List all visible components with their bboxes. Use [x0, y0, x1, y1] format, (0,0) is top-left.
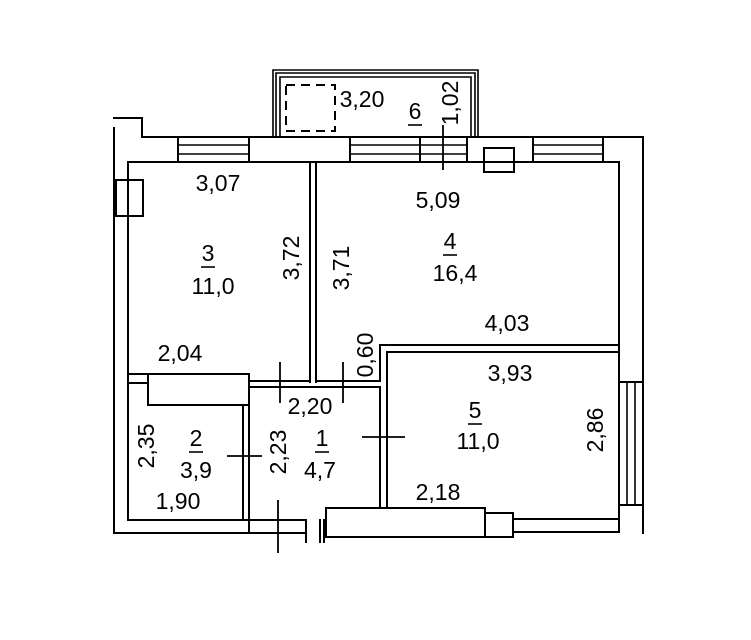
room3-width-label: 3,07	[196, 170, 241, 196]
room5-width-top-label: 3,93	[488, 360, 533, 386]
ventilation-shaft	[483, 147, 515, 173]
exterior-wall-left	[113, 127, 144, 534]
partition-room3-room4	[309, 161, 317, 383]
room5-area: 11,0	[456, 428, 499, 454]
room2-length-label: 2,35	[133, 424, 159, 469]
shaft-box-bottom	[484, 512, 514, 538]
room2-width-bottom-label: 1,90	[156, 488, 201, 514]
room3-length-label: 3,72	[278, 236, 304, 281]
room6-depth-label: 1,02	[437, 81, 463, 126]
room2-number: 2	[190, 425, 203, 451]
room2-width-top-label: 2,04	[158, 340, 203, 366]
partition-line	[379, 344, 620, 382]
duct-checker-strip	[147, 373, 250, 406]
room1-length-label: 2,23	[265, 430, 291, 475]
room1-width-label: 2,20	[288, 393, 333, 419]
window-room3	[177, 136, 250, 163]
duct-checker-strip-bottom	[325, 507, 486, 538]
room4-area: 16,4	[433, 260, 478, 286]
room4-width-bottom-label: 4,03	[485, 310, 530, 336]
partition-room2-room1	[242, 404, 250, 534]
room4-niche-label: 0,60	[352, 333, 378, 378]
room6-width-label: 3,20	[340, 86, 385, 112]
balcony-door-window	[349, 136, 468, 163]
room4-width-top-label: 5,09	[416, 187, 461, 213]
balcony-storage-dashed	[285, 84, 336, 132]
room6-number: 6	[409, 98, 422, 124]
wall-step	[113, 117, 143, 138]
room5-length-label: 2,86	[582, 408, 608, 453]
room5-width-bottom-label: 2,18	[416, 479, 461, 505]
dimension-ticks	[227, 125, 444, 553]
exterior-wall-right	[618, 136, 644, 534]
room1-area: 4,7	[304, 457, 336, 483]
exterior-wall-bottom	[113, 507, 620, 543]
balcony-wall-inner	[279, 76, 472, 137]
room5-number: 5	[469, 397, 482, 423]
partition-line	[386, 351, 620, 509]
balcony-outline	[272, 69, 479, 137]
exterior-wall-top	[113, 117, 644, 163]
riser-checker-box	[115, 179, 144, 217]
window-room4	[532, 136, 604, 163]
room2-area: 3,9	[180, 457, 212, 483]
balcony-wall-middle	[275, 72, 476, 137]
room4-length-label: 3,71	[328, 246, 354, 291]
room4-number: 4	[444, 228, 457, 254]
room3-number: 3	[202, 240, 215, 266]
room3-area: 11,0	[191, 273, 234, 299]
balcony-wall-outer	[272, 69, 479, 137]
partition-room5	[379, 344, 620, 509]
room1-number: 1	[316, 425, 329, 451]
